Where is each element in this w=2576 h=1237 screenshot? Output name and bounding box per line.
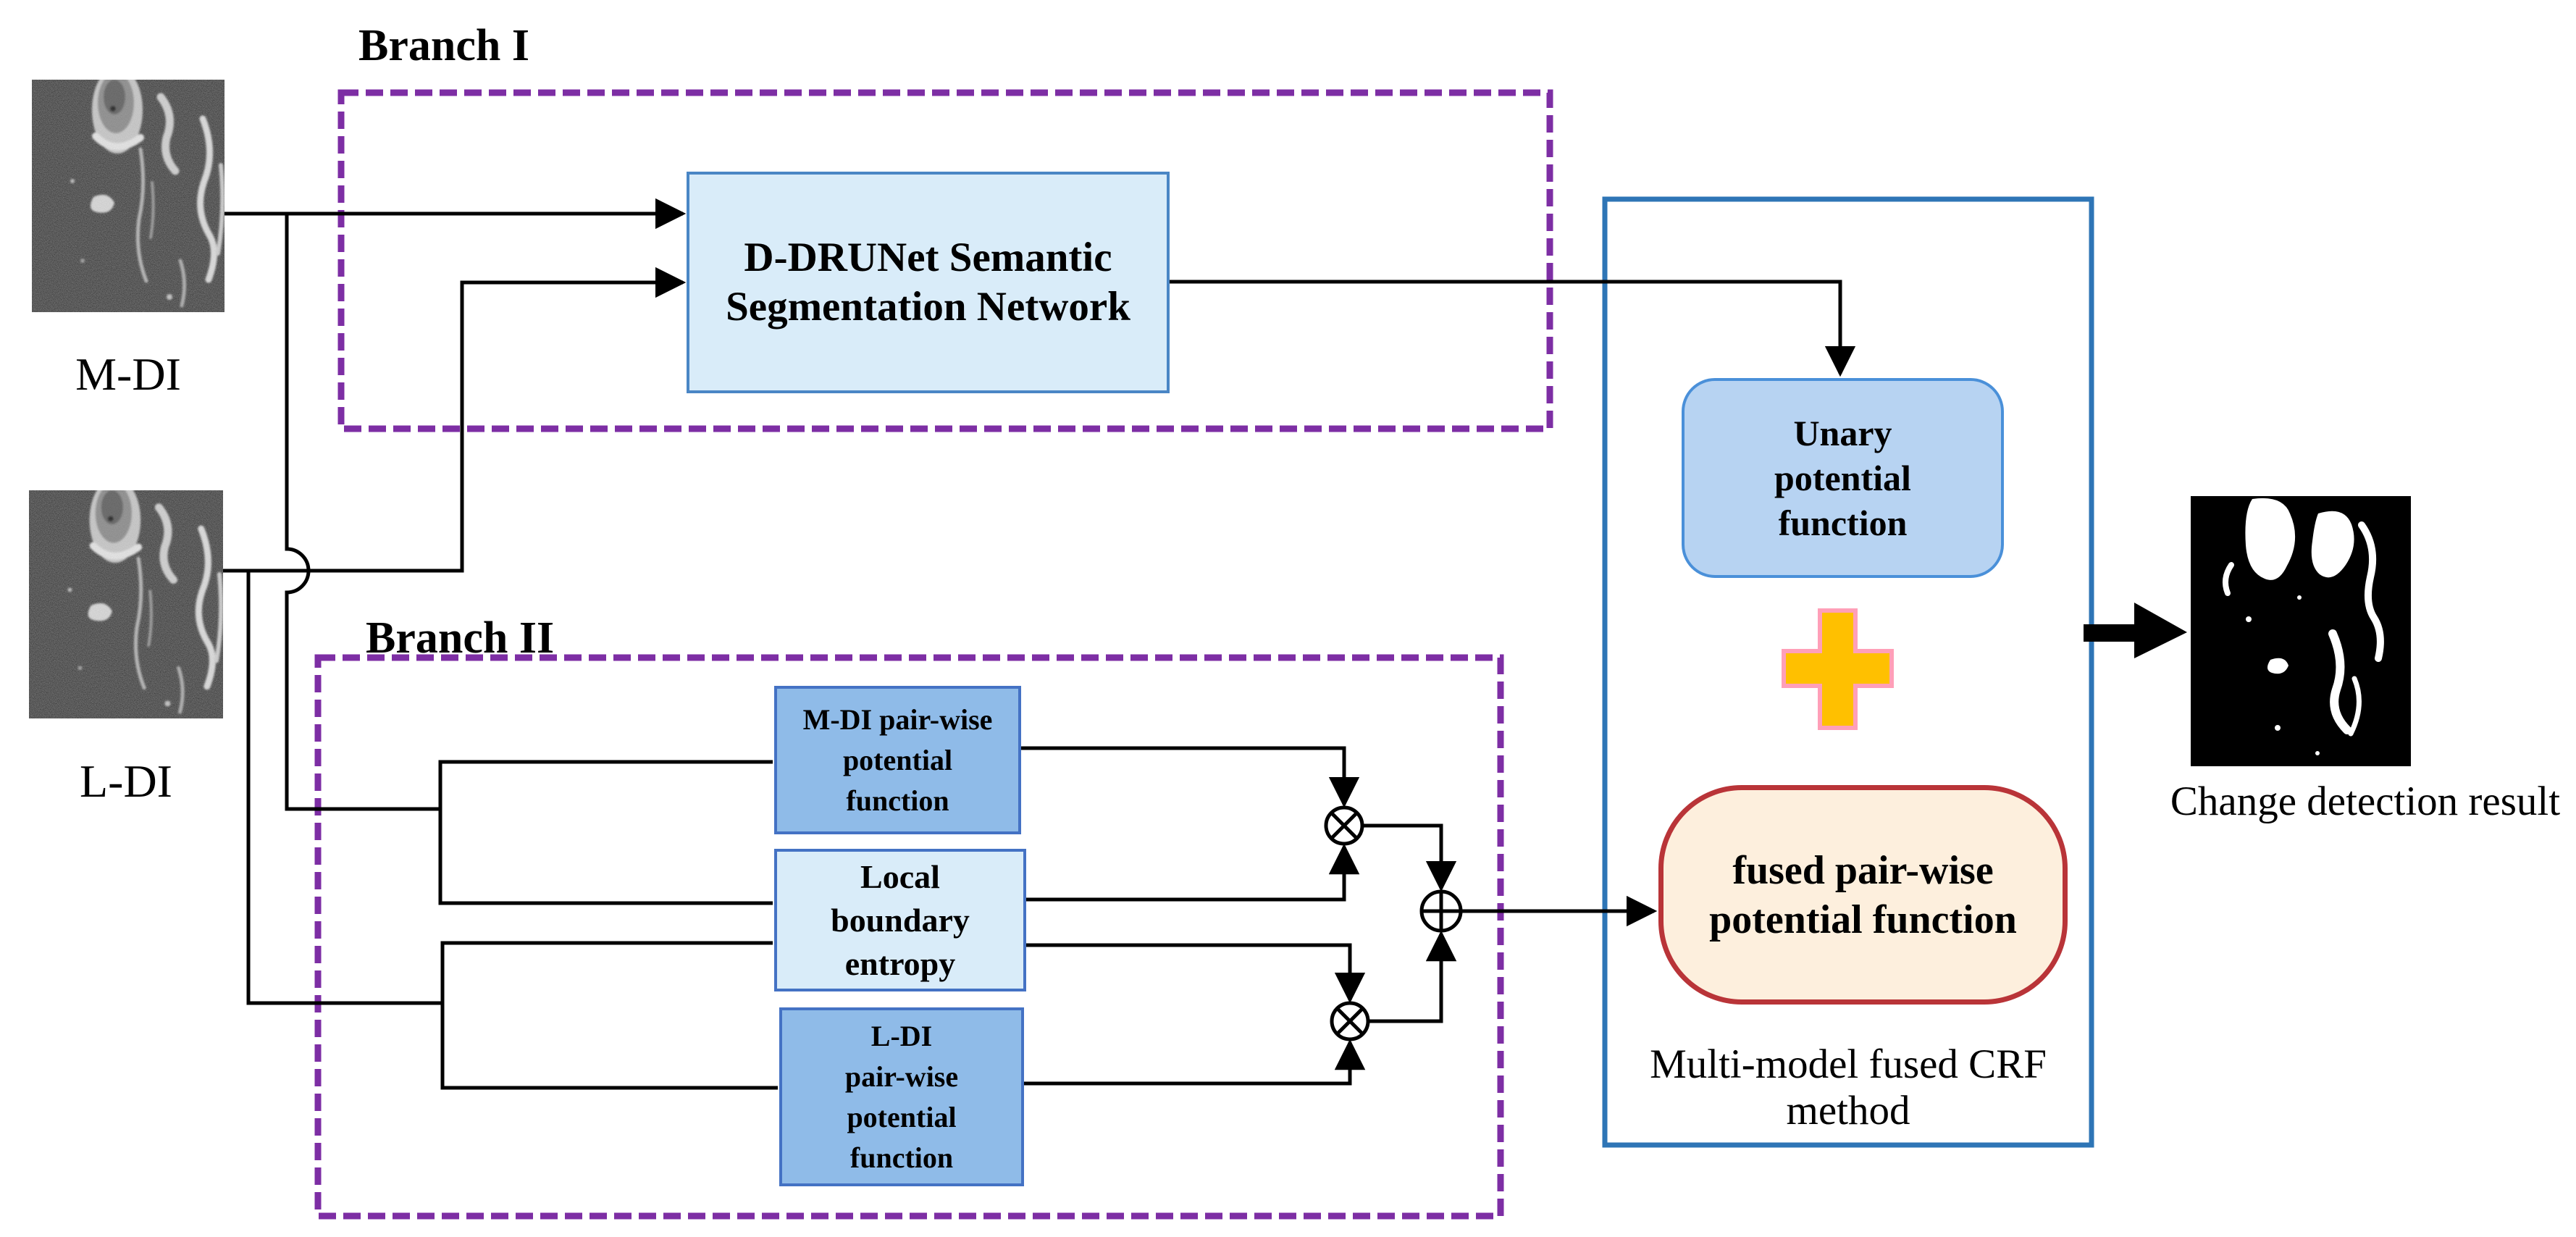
ldi-branch-line: [246, 571, 442, 1005]
ldi-split-line: [440, 941, 778, 1090]
crf-method-caption: Multi-model fused CRF method: [1627, 1041, 2070, 1134]
mdi-pairwise-line2: potential: [842, 743, 953, 776]
multiply-icon: [1324, 805, 1364, 846]
ldi-pairwise-line2: pair-wise: [844, 1060, 959, 1093]
branch2-title: Branch II: [366, 613, 555, 663]
crf-frame: [1602, 196, 2094, 1148]
segmentation-network-line1: D-DRUNet Semantic: [744, 235, 1112, 280]
change-detection-result-image: [2191, 496, 2411, 766]
mdi-pairwise-line3: function: [846, 784, 949, 817]
mdi-split-line: [438, 760, 773, 905]
unary-potential-box: Unary potential function: [1682, 378, 2004, 578]
mdi-label: M-DI: [75, 348, 181, 400]
fused-pairwise-box: fused pair-wise potential function: [1658, 785, 2068, 1005]
connector-lines: [223, 198, 1856, 1090]
mdi-pairwise-line1: M-DI pair-wise: [802, 703, 993, 736]
result-arrow: [2084, 603, 2187, 658]
ldi-pairwise-line1: L-DI: [870, 1019, 933, 1052]
ldi-pairwise-line3: potential: [847, 1100, 957, 1133]
local-entropy-line3: entropy: [844, 944, 956, 982]
mdi-difference-image: [32, 80, 225, 312]
mdi-branch-line: [285, 214, 440, 811]
unary-line3: function: [1778, 503, 1908, 543]
ldi-pairwise-box: L-DI pair-wise potential function: [779, 1007, 1024, 1186]
mdi-pairwise-to-multiply1-arrow: [1021, 746, 1360, 808]
ldi-difference-image: [29, 490, 223, 718]
multiply1-to-add-arrow: [1362, 823, 1457, 892]
unary-line2: potential: [1774, 458, 1911, 498]
local-entropy-line1: Local: [860, 857, 940, 895]
entropy-to-multiply1-arrow: [1026, 843, 1360, 902]
fused-line1: fused pair-wise: [1732, 847, 1994, 893]
ldi-to-network-arrow: [223, 267, 687, 573]
branch1-title: Branch I: [358, 21, 529, 70]
ldi-label: L-DI: [80, 755, 172, 807]
mdi-pairwise-box: M-DI pair-wise potential function: [774, 686, 1021, 834]
entropy-to-multiply2-arrow: [1026, 943, 1366, 1004]
local-entropy-line2: boundary: [831, 901, 970, 939]
unary-line1: Unary: [1793, 413, 1892, 453]
multiply-icon: [1330, 1001, 1370, 1041]
ldi-pairwise-to-multiply2-arrow: [1024, 1039, 1366, 1086]
fused-line2: potential function: [1709, 897, 2017, 942]
crf-caption-line2: method: [1786, 1088, 1910, 1133]
add-icon: [1419, 889, 1463, 933]
branch1-frame: [337, 89, 1553, 432]
segmentation-network-line2: Segmentation Network: [726, 284, 1130, 330]
segmentation-network-box: D-DRUNet Semantic Segmentation Network: [687, 172, 1170, 393]
plus-icon: [1782, 608, 1894, 730]
branch2-frame: [314, 654, 1504, 1220]
network-to-unary-arrow: [1170, 280, 1856, 377]
local-boundary-entropy-box: Local boundary entropy: [774, 849, 1026, 991]
ldi-pairwise-line4: function: [849, 1141, 954, 1174]
crf-caption-line1: Multi-model fused CRF: [1650, 1041, 2047, 1087]
result-caption: Change detection result: [2170, 779, 2561, 824]
multiply2-to-add-arrow: [1368, 930, 1457, 1023]
